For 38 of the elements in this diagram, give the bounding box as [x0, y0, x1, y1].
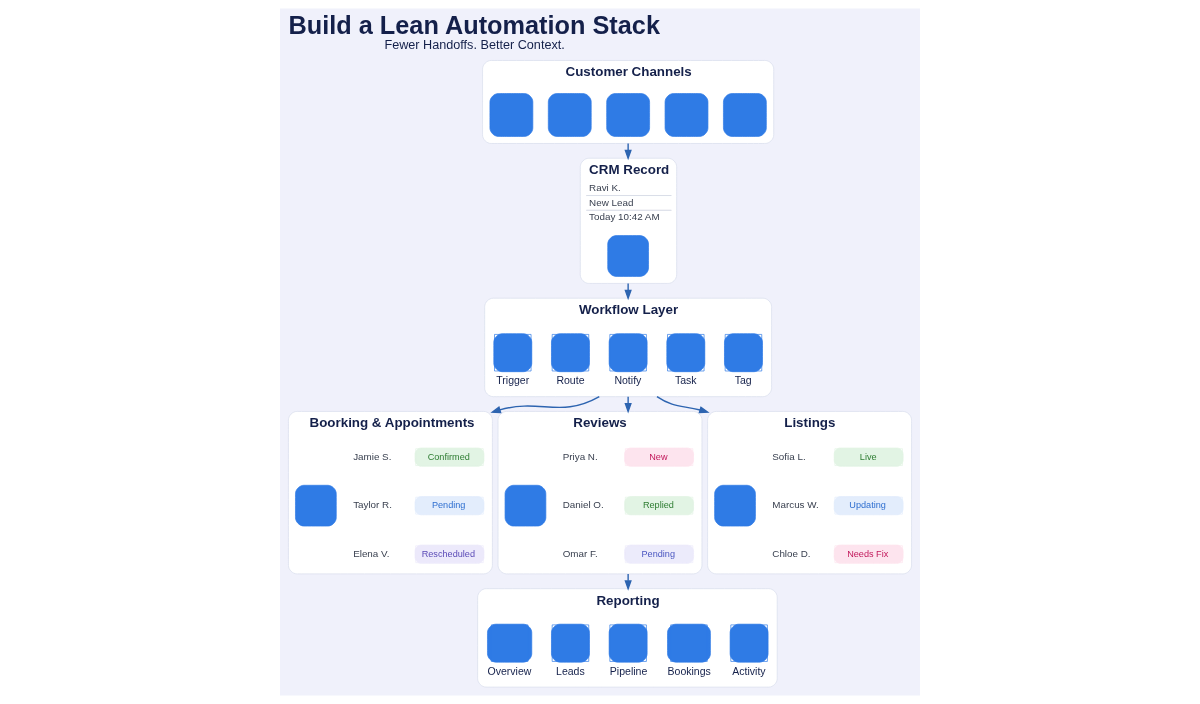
node-box [607, 235, 649, 277]
node-box [547, 93, 592, 137]
arrow [656, 395, 710, 414]
node-label: Elena V. [353, 547, 390, 559]
node-box [723, 93, 767, 137]
node-label: Activity [732, 664, 766, 677]
node-label: Pipeline [609, 664, 648, 677]
node-label: Sofia L. [772, 450, 806, 462]
node-label: Chloe D. [772, 547, 811, 559]
node-box [295, 484, 337, 527]
node-box [504, 484, 547, 527]
arrow [624, 282, 632, 301]
diagram-title: Build a Lean Automation Stack [288, 10, 660, 39]
node-label: Overview [487, 664, 532, 677]
arrow [624, 395, 632, 414]
node-label: Daniel O. [562, 499, 604, 511]
node-label: Omar F. [562, 547, 598, 559]
node-box [606, 93, 650, 137]
cluster: Customer Channels [482, 60, 775, 144]
node-label: Route [556, 374, 585, 387]
node-label: Leads [556, 664, 585, 677]
node-label: Priya N. [562, 450, 598, 462]
node-label: Notify [614, 374, 642, 387]
node-label: Tag [734, 374, 752, 387]
node-label: Marcus W. [772, 499, 819, 511]
node-label: Jamie S. [353, 450, 392, 462]
node-label: Bookings [667, 664, 711, 677]
node-label: Trigger [496, 374, 530, 387]
arrow [624, 573, 632, 591]
cluster: CRM Record Ravi K. New Lead Today 10:42 AM [579, 157, 678, 284]
node-label: Task [674, 374, 697, 387]
node-box [489, 93, 534, 137]
arrow [490, 395, 600, 414]
node-box [664, 93, 709, 137]
node-label: Taylor R. [353, 499, 392, 511]
caption: Fewer Handoffs. Better Context. [384, 37, 565, 52]
arrow [624, 142, 632, 161]
node-box [714, 484, 756, 527]
